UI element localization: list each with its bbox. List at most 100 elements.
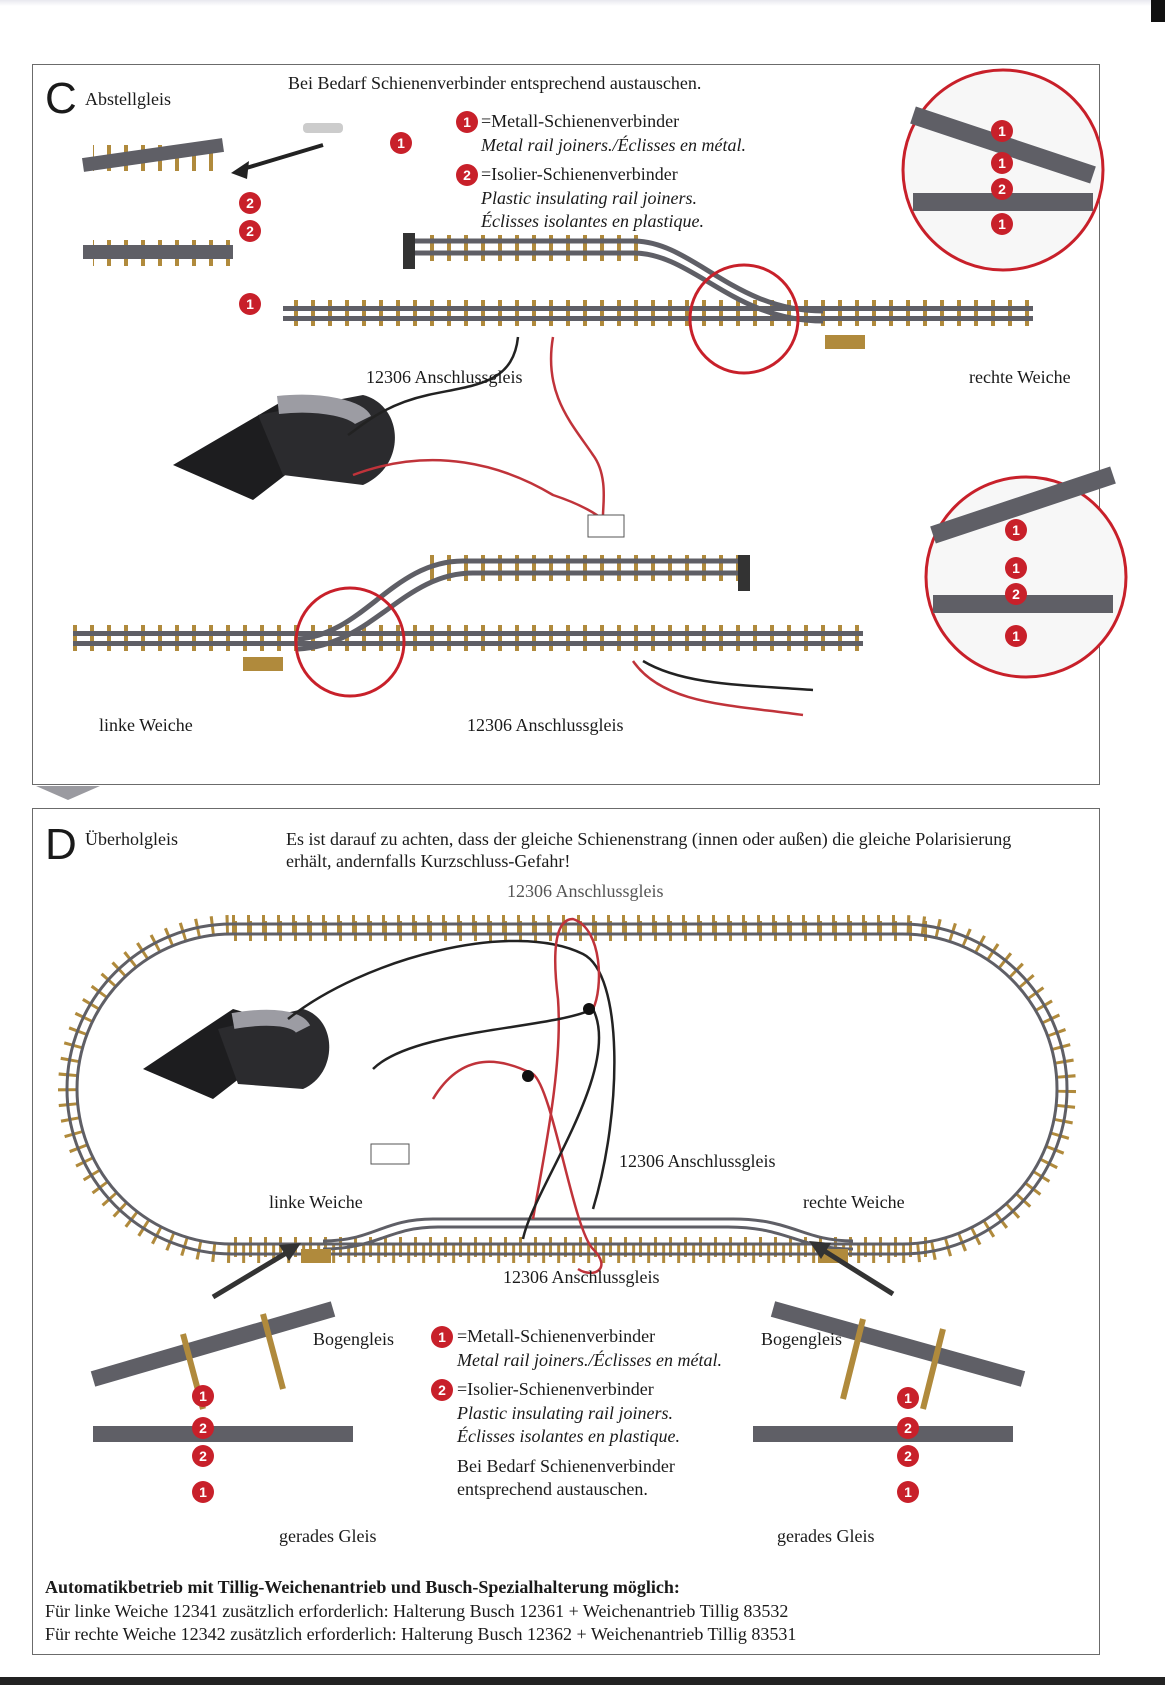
wire-black-d1 [287,939,616,1210]
section-letter-d: D [45,820,77,869]
wire-black-c1 [347,336,520,437]
legend-c-metal-en-fr: Metal rail joiners./Éclisses en métal. [481,135,746,155]
track-top-siding [403,233,824,324]
label-right-switch-c: rechte Weiche [969,367,1071,387]
left-marker-2: 2 [192,1445,214,1467]
footer-bold: Automatikbetrieb mit Tillig-Weichenantri… [45,1577,680,1597]
legend-d-insulating-fr: Éclisses isolantes en plastique. [457,1426,680,1446]
switch-motor-bottom [243,657,283,671]
detail-circle-top-track [688,263,800,375]
instruction-c: Bei Bedarf Schienenverbinder entsprechen… [288,73,702,93]
label-track-bottom: 12306 Anschlussgleis [467,715,624,735]
label-mid-track-d: 12306 Anschlussgleis [619,1151,776,1171]
right-marker-3: 1 [897,1481,919,1503]
interference-suppressor-c [587,514,625,538]
oval-track [58,915,1076,1263]
detail-left-switch [90,1301,353,1442]
joiner-marker-0: 2 [239,192,261,214]
label-left-switch-d: linke Weiche [269,1192,363,1212]
wire-red-c3 [631,660,804,717]
power-controller [173,394,395,500]
legend-d-exchange-1: Bei Bedarf Schienenverbinder [457,1456,675,1476]
label-straight-right: gerades Gleis [777,1526,875,1546]
track-top-main [283,300,1033,326]
arrow-left-switch [211,1246,295,1300]
wire-red-d2 [431,1060,603,1275]
legend-d-badge-2: 2 [431,1379,453,1401]
bottom-rule [0,1677,1165,1685]
wire-junction-2 [522,1070,534,1082]
detail-circle-top-straight [913,193,1093,211]
circle-top-marker-3: 1 [991,213,1013,235]
legend-c-metal-de: =Metall-Schienenverbinder [481,111,680,131]
label-bottom-track-d: 12306 Anschlussgleis [503,1267,660,1287]
power-controller-d [143,1009,330,1099]
legend-c-insulating-fr: Éclisses isolantes en plastique. [481,211,704,231]
legend-d-insulating-en: Plastic insulating rail joiners. [457,1403,674,1423]
corner-mark [1151,0,1165,22]
detail-circle-bottom-track [294,586,406,698]
detail-circle-bottom-straight [933,595,1113,613]
switch-motor-left-d [301,1249,331,1263]
switch-motor-top [825,335,865,349]
label-left-switch-c: linke Weiche [99,715,193,735]
legend-c-badge-2: 2 [456,164,478,186]
footer-line2: Für rechte Weiche 12342 zusätzlich erfor… [45,1624,797,1644]
top-rule [0,0,1165,6]
detail-circle-top-rails [910,106,1096,184]
legend-d-exchange-2: entsprechend austauschen. [457,1479,648,1499]
arrow-left-head [279,1243,301,1261]
panel-c: C Abstellgleis Bei Bedarf Schienenverbin… [32,64,1128,785]
legend-d-metal-en-fr: Metal rail joiners./Éclisses en métal. [457,1350,722,1370]
circle-top-marker-2: 2 [991,178,1013,200]
panel-d: D Überholgleis Es ist darauf zu achten, … [32,808,1100,1655]
legend-c-badge-1: 1 [456,111,478,133]
right-marker-2: 2 [897,1445,919,1467]
track-bottom-main [73,625,863,651]
wire-red-d1 [531,917,601,1220]
legend-d-badge-1: 1 [431,1326,453,1348]
left-marker-3: 1 [192,1481,214,1503]
label-top-track-d: 12306 Anschlussgleis [507,881,664,901]
circle-bottom-marker-3: 1 [1005,625,1027,647]
arrow-right-head [809,1241,831,1259]
joiner-marker-2: 1 [239,293,261,315]
circle-top-marker-0: 1 [991,120,1013,142]
circle-top-marker-1: 1 [991,152,1013,174]
joiner-marker-1: 2 [239,220,261,242]
legend-c-insulating-de: =Isolier-Schienenverbinder [481,164,678,184]
wire-black-c3 [642,659,814,692]
subtitle-ueberholgleis: Überholgleis [85,829,178,849]
right-marker-0: 1 [897,1387,919,1409]
legend-d-insulating-de: =Isolier-Schienenverbinder [457,1379,654,1399]
siding-end-detail [82,123,343,266]
subtitle-abstellgleis: Abstellgleis [85,89,171,109]
section-letter-c: C [45,74,77,123]
label-right-switch-d: rechte Weiche [803,1192,905,1212]
left-marker-0: 1 [192,1385,214,1407]
footer-line1: Für linke Weiche 12341 zusätzlich erford… [45,1601,789,1621]
warning-line1: Es ist darauf zu achten, dass der gleich… [286,829,1012,849]
circle-bottom-marker-0: 1 [1005,519,1027,541]
label-track-top: 12306 Anschlussgleis [366,367,523,387]
legend-c-insulating-en: Plastic insulating rail joiners. [481,188,698,208]
joiner-marker-single: 1 [390,132,412,154]
panel-d-drawing [58,915,1076,1442]
left-marker-1: 2 [192,1417,214,1439]
wire-red-c2 [352,458,604,521]
legend-d-metal-de: =Metall-Schienenverbinder [457,1326,656,1346]
arrow-right-switch [816,1244,895,1297]
interference-suppressor-d [370,1143,410,1165]
circle-bottom-marker-1: 1 [1005,557,1027,579]
wire-junction-1 [583,1003,595,1015]
panel-arrow [36,786,100,800]
detail-right-switch [753,1301,1026,1442]
label-straight-left: gerades Gleis [279,1526,377,1546]
warning-line2: erhält, andernfalls Kurzschluss-Gefahr! [286,851,571,871]
label-curve-right: Bogengleis [761,1329,842,1349]
wire-black-d2 [372,1007,601,1240]
track-bottom-siding [297,555,750,652]
label-curve-left: Bogengleis [313,1329,394,1349]
passing-siding-outer [322,1217,854,1243]
wire-red-c1 [549,336,606,516]
